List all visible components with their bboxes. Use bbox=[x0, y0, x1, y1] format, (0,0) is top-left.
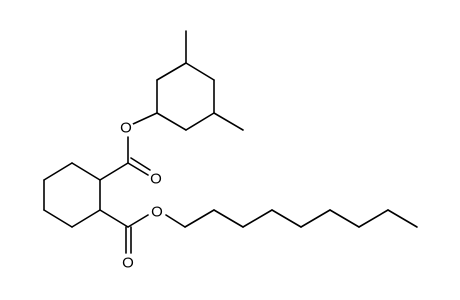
cyclohexane-ring bbox=[43, 162, 101, 228]
nonyl-chain bbox=[184, 209, 418, 228]
bond-ring-to-upper-carbonyl bbox=[99, 162, 129, 181]
bond-chain-6 bbox=[329, 209, 360, 228]
bond-cy-c2-c3 bbox=[156, 62, 187, 81]
bond-ring-c2-c3 bbox=[71, 209, 101, 228]
bond-cy-c6-c1 bbox=[156, 112, 187, 131]
bond-upper-carbonyl-double-o-a bbox=[127, 162, 149, 176]
atom-labels: O O O O bbox=[118, 120, 165, 272]
bond-lower-o-to-chain bbox=[165, 214, 186, 228]
oxygen-atom-text: O bbox=[150, 171, 162, 188]
lower-ester-group bbox=[99, 209, 186, 254]
oxygen-atom-text: O bbox=[122, 255, 134, 272]
bond-lower-carbonyl-single-o bbox=[127, 214, 149, 228]
oxygen-atom-text: O bbox=[120, 120, 132, 137]
bond-chain-3 bbox=[242, 209, 273, 228]
oxygen-label-carbonyl-upper: O bbox=[148, 171, 164, 188]
bond-chain-8 bbox=[387, 209, 418, 228]
bond-upper-carbonyl-double-o-b bbox=[130, 157, 151, 171]
oxygen-label-carbonyl-lower: O bbox=[120, 255, 136, 272]
oxygen-label-ester-lower: O bbox=[149, 204, 165, 221]
bond-chain-7 bbox=[358, 209, 389, 228]
bond-ring-to-lower-carbonyl bbox=[99, 209, 129, 228]
bond-methyl-right bbox=[213, 112, 244, 131]
bond-upper-o-to-ring bbox=[132, 112, 158, 125]
bond-ring-c5-c6 bbox=[43, 162, 73, 181]
dimethylcyclohexyl-ring bbox=[156, 30, 244, 131]
bond-ring-c3-c4 bbox=[43, 209, 73, 228]
oxygen-atom-text: O bbox=[151, 204, 163, 221]
bond-ring-c6-c1 bbox=[71, 162, 101, 181]
upper-ester-group bbox=[99, 112, 158, 181]
bond-chain-4 bbox=[271, 209, 302, 228]
bond-cy-c5-c6 bbox=[185, 112, 215, 131]
bond-chain-2 bbox=[213, 209, 244, 228]
bond-chain-1 bbox=[184, 209, 215, 228]
oxygen-label-ester-upper: O bbox=[118, 120, 134, 137]
bond-cy-c3-c4 bbox=[185, 62, 215, 81]
bond-chain-5 bbox=[300, 209, 331, 228]
